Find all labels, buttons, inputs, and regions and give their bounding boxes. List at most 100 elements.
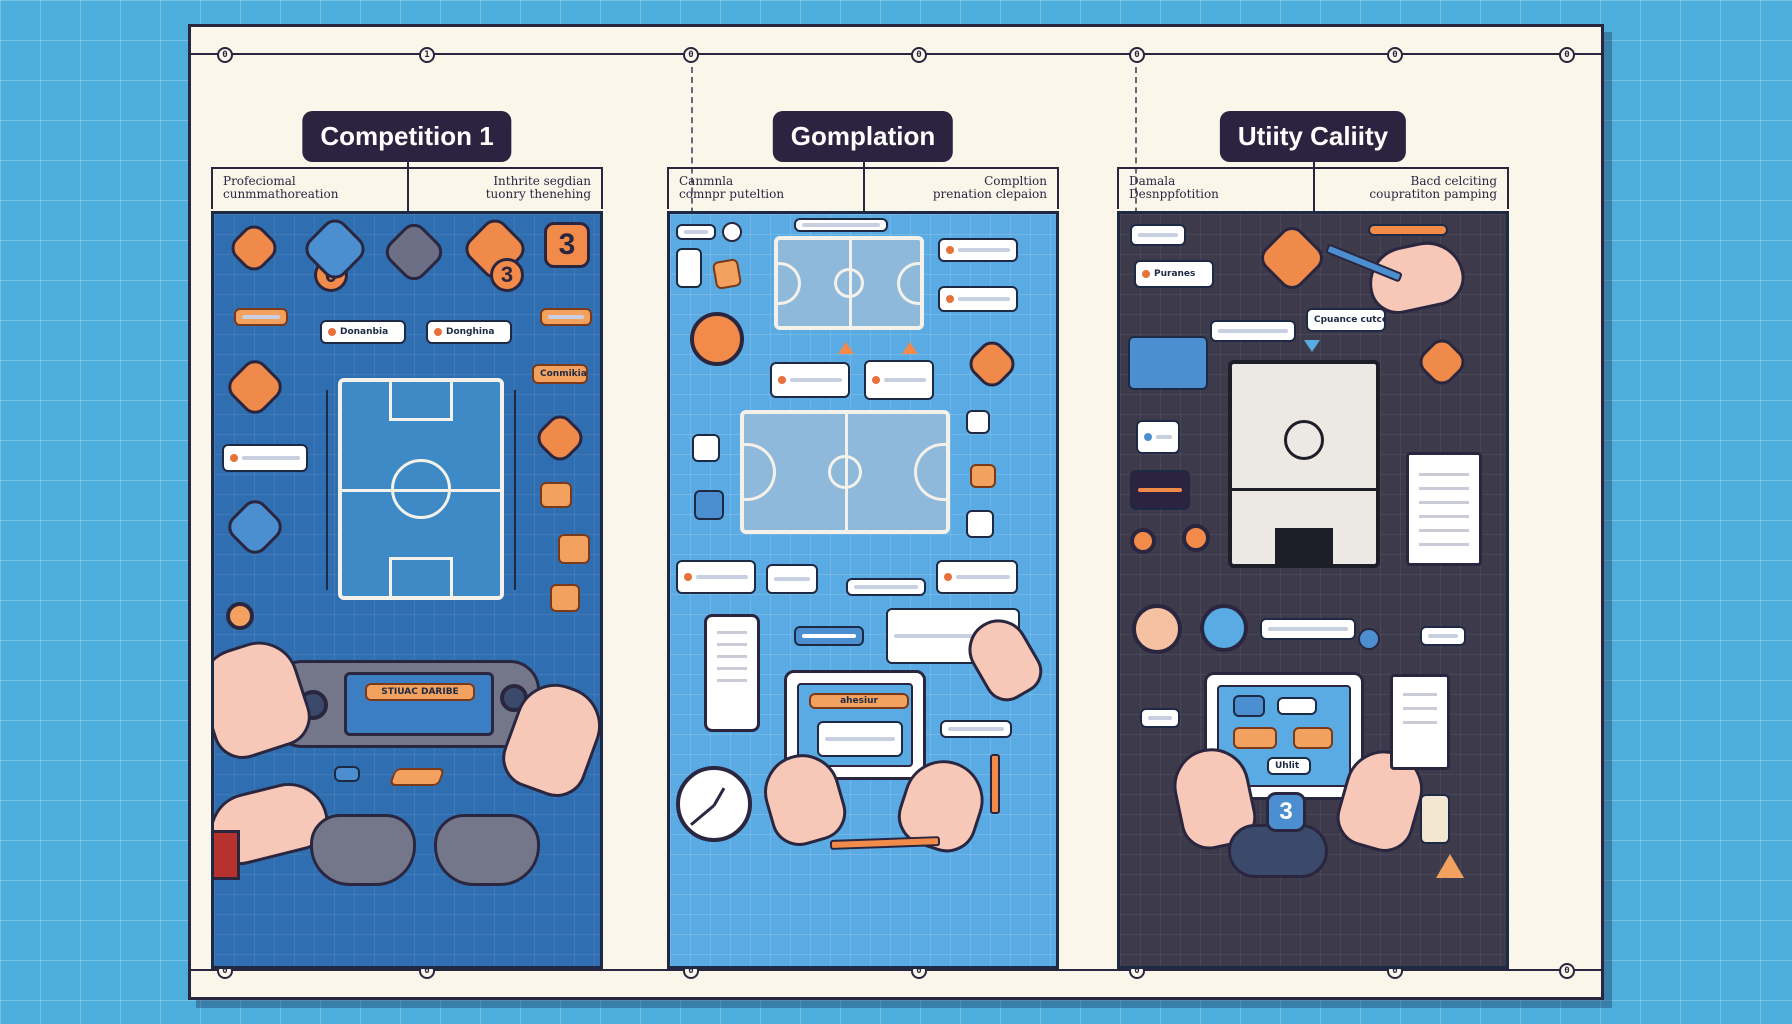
toggle-icon[interactable] — [722, 222, 742, 242]
list-chip[interactable] — [864, 360, 934, 400]
joystick-icon[interactable] — [500, 684, 528, 712]
controller-icon[interactable] — [1228, 824, 1328, 878]
label-chip[interactable]: Conmikia — [532, 364, 588, 384]
team-chip[interactable]: Donanbia — [320, 320, 406, 344]
tablet-label: ahesiur — [809, 693, 909, 709]
emblem-icon — [299, 214, 371, 285]
tablet-card[interactable] — [817, 721, 903, 757]
list-chip[interactable] — [938, 286, 1018, 312]
ruler-tick: 1 — [419, 47, 435, 63]
menu-chip[interactable] — [676, 224, 716, 240]
list-chip[interactable] — [1130, 224, 1186, 246]
gamepad-screen: STIUAC DARIBE — [344, 672, 494, 736]
header-chip[interactable] — [794, 218, 888, 232]
list-chip[interactable] — [676, 560, 756, 594]
team-chip[interactable]: Donghina — [426, 320, 512, 344]
clock-icon — [676, 766, 752, 842]
thumb-chip[interactable] — [692, 434, 720, 462]
status-chip[interactable] — [540, 308, 592, 326]
token-icon — [1182, 524, 1210, 552]
shield-icon — [225, 219, 283, 277]
token-icon — [1130, 528, 1156, 554]
poster-sheet: 0 1 0 0 0 0 0 0 0 0 0 0 0 0 Competition … — [188, 24, 1604, 1000]
tile-chip[interactable] — [1293, 727, 1333, 749]
arrow-chip[interactable] — [388, 768, 446, 786]
target-icon[interactable] — [690, 312, 744, 366]
soccer-field-top[interactable] — [774, 236, 924, 330]
info-chip[interactable]: Cpuance cutce — [1306, 308, 1386, 332]
list-chip[interactable] — [770, 362, 850, 398]
card-chip[interactable] — [711, 257, 743, 291]
button-chip[interactable] — [1420, 626, 1466, 646]
tile-chip[interactable] — [550, 584, 580, 612]
connector-line — [504, 390, 516, 590]
tile-chip[interactable] — [1233, 727, 1277, 749]
phone-icon[interactable] — [704, 614, 760, 732]
subhead-line: prenation clepaion — [932, 187, 1047, 201]
tile-chip[interactable] — [540, 482, 572, 508]
subhead-right: Compltion prenation clepaion — [933, 175, 1047, 201]
tile-chip[interactable] — [558, 534, 590, 564]
info-chip[interactable]: Puranes — [1134, 260, 1214, 288]
thumb-chip[interactable] — [966, 410, 990, 434]
button-chip[interactable] — [334, 766, 360, 782]
controller-icon[interactable] — [310, 814, 416, 886]
screen-label: STIUAC DARIBE — [365, 683, 475, 701]
list-chip[interactable] — [938, 238, 1018, 262]
crest-icon — [531, 409, 589, 467]
arrow-icon — [902, 342, 918, 354]
drink-icon — [1420, 794, 1450, 844]
emblem-icon — [222, 494, 288, 560]
tactics-board[interactable] — [1228, 360, 1380, 568]
button-chip[interactable] — [1140, 708, 1180, 728]
ruler-tick: 0 — [1387, 47, 1403, 63]
triangle-ruler-icon — [1436, 854, 1464, 878]
subhead-line: Inthrite segdian — [493, 174, 591, 188]
card-chip[interactable] — [676, 248, 702, 288]
list-chip[interactable] — [1210, 320, 1296, 342]
list-chip[interactable] — [766, 564, 818, 594]
panel-title: Competition 1 — [302, 111, 512, 162]
competition-board: 0 3 3 Donanbia Donghina Conmikia — [211, 211, 603, 969]
level-badge: 3 — [1266, 792, 1306, 832]
thumb-chip[interactable] — [970, 464, 996, 488]
thumb-chip[interactable] — [694, 490, 724, 520]
stats-chip[interactable] — [1130, 470, 1190, 510]
subhead-line: coupratiton pamping — [1369, 187, 1497, 201]
map-thumb[interactable] — [1128, 336, 1208, 390]
score-badge: 3 — [490, 258, 524, 292]
ruler-tick: 0 — [683, 47, 699, 63]
subhead-line: Damala — [1129, 174, 1176, 188]
info-chip[interactable] — [222, 444, 308, 472]
soccer-field-main[interactable] — [740, 410, 950, 534]
tablet-label[interactable]: Uhlit — [1267, 757, 1311, 775]
progress-chip[interactable] — [794, 626, 864, 646]
subhead-line: comnpr puteltion — [679, 187, 785, 201]
info-chip[interactable] — [1260, 618, 1356, 640]
thumb-chip[interactable] — [966, 510, 994, 538]
title-connector — [407, 157, 409, 227]
list-chip[interactable] — [1136, 420, 1180, 454]
tile-chip[interactable] — [1277, 697, 1317, 715]
bottom-ruler: 0 0 0 0 0 0 0 — [191, 963, 1601, 979]
controller-icon[interactable] — [434, 814, 540, 886]
subhead-line: cunmmathoreation — [223, 187, 339, 201]
status-chip[interactable] — [234, 308, 288, 326]
shield-icon — [963, 335, 1021, 393]
soccer-field[interactable] — [338, 378, 504, 600]
panel-subheader: Damala Desnppfotition Bacd celciting cou… — [1117, 167, 1509, 209]
tablet-device[interactable]: ahesiur — [784, 670, 926, 780]
button-chip[interactable] — [846, 578, 926, 596]
button-chip[interactable] — [940, 720, 1012, 738]
subhead-line: Profeciomal — [223, 174, 296, 188]
caret-icon — [1304, 340, 1320, 352]
document-icon — [1390, 674, 1450, 770]
list-chip[interactable] — [936, 560, 1018, 594]
subhead-line: Desnppfotition — [1129, 187, 1219, 201]
panel-utility: Utiity Caliity Damala Desnppfotition Bac… — [1107, 87, 1519, 969]
clipboard-icon — [1406, 452, 1482, 566]
panel-competition: Competition 1 Profeciomal cunmmathoreati… — [201, 87, 613, 969]
sleeve-cuff — [214, 830, 240, 880]
top-ruler: 0 1 0 0 0 0 0 — [191, 47, 1601, 63]
tile-chip[interactable] — [1233, 695, 1265, 717]
